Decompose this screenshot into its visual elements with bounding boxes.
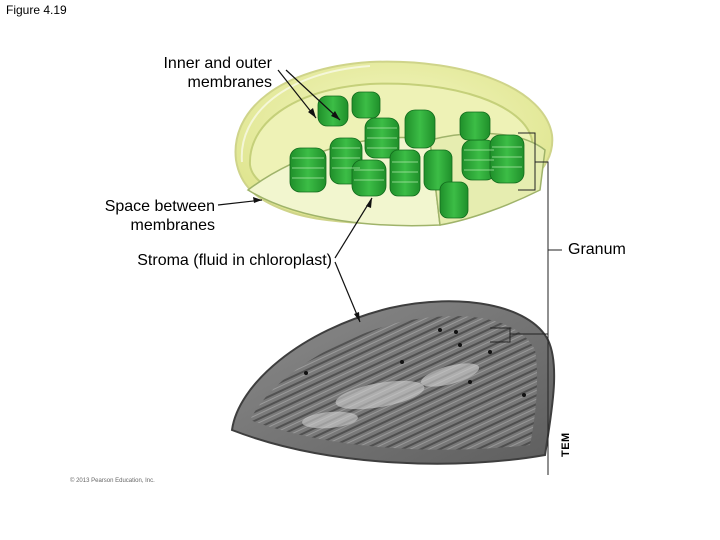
granum-brackets [490,132,562,475]
grana-stacks [289,91,525,219]
copyright-text: © 2013 Pearson Education, Inc. [70,478,155,484]
tem-micrograph [230,300,556,465]
granum-label: Granum [568,241,626,258]
chloroplast-illustration [234,60,554,227]
tem-label: TEM [560,432,572,457]
arrowheads [253,108,372,322]
figure-number: Figure 4.19 [6,3,67,17]
stroma-label: Stroma (fluid in chloroplast) [137,252,332,269]
